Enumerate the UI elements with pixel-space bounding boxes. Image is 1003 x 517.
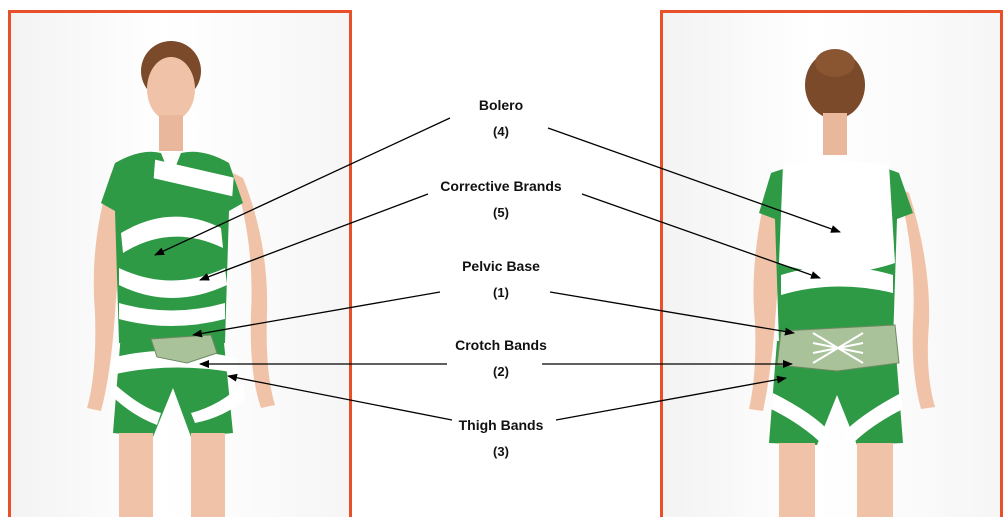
label-pelvic-base-number: (1) — [401, 285, 601, 300]
label-corrective-brands: Corrective Brands — [401, 178, 601, 194]
label-crotch-bands: Crotch Bands — [401, 337, 601, 353]
label-bolero-number: (4) — [401, 124, 601, 139]
label-thigh-bands: Thigh Bands — [401, 417, 601, 433]
label-corrective-brands-number: (5) — [401, 205, 601, 220]
arrow-corrective-back — [582, 194, 820, 278]
arrow-corrective-front — [200, 194, 428, 280]
arrow-thigh-front — [228, 376, 452, 420]
label-pelvic-base: Pelvic Base — [401, 258, 601, 274]
label-bolero: Bolero — [401, 97, 601, 113]
arrow-thigh-back — [556, 378, 786, 420]
label-thigh-bands-number: (3) — [401, 444, 601, 459]
label-crotch-bands-number: (2) — [401, 364, 601, 379]
